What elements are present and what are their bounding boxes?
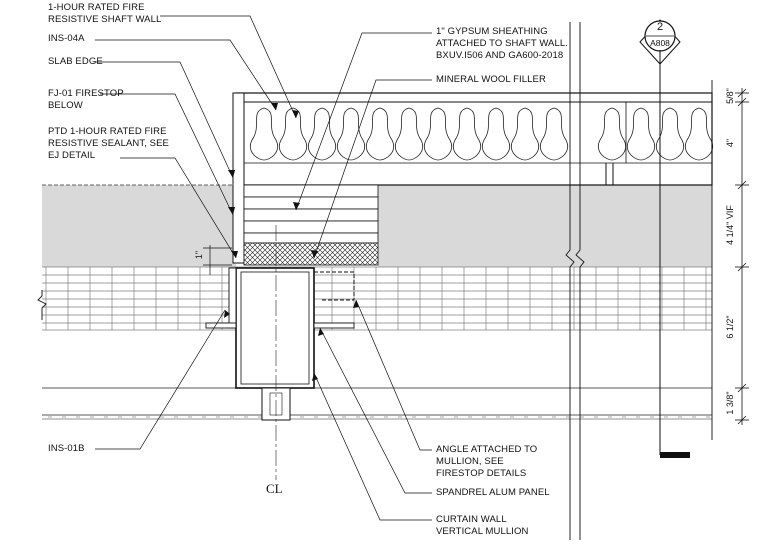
leader-lines: [95, 15, 432, 521]
label-mineral-wool: MINERAL WOOL FILLER: [436, 74, 546, 85]
label-angle: ANGLE ATTACHED TO MULLION, SEE FIRESTOP …: [436, 444, 538, 479]
dim-6-1-2: 6 1/2": [725, 315, 735, 339]
label-firestop: FJ-01 FIRESTOP BELOW: [48, 88, 124, 111]
label-slab-edge: SLAB EDGE: [48, 56, 103, 67]
label-spandrel: SPANDREL ALUM PANEL: [436, 487, 550, 498]
shaft-wall-frame: [235, 92, 713, 186]
dim-4: 4": [725, 138, 735, 148]
leader-arrows: [224, 103, 359, 381]
break-lines: [37, 22, 713, 540]
centerline-symbol: CL: [266, 481, 283, 496]
section-tag: [639, 19, 690, 458]
gypsum-sheathing-boards: [243, 184, 379, 244]
angle-dashed: [314, 271, 355, 301]
dim-1-3-8: 1 3/8": [725, 391, 735, 415]
dim-4-1-4-vif: 4 1/4" VIF: [725, 205, 735, 245]
label-ins01b: INS-01B: [48, 443, 85, 454]
label-shaft-wall: 1-HOUR RATED FIRE RESISTIVE SHAFT WALL: [48, 2, 162, 25]
section-tag-number: 2: [656, 21, 664, 33]
label-gypsum: 1" GYPSUM SHEATHING ATTACHED TO SHAFT WA…: [436, 26, 568, 61]
gap-dimension: [203, 245, 232, 275]
label-sealant: PTD 1-HOUR RATED FIRE RESISTIVE SEALANT,…: [48, 126, 169, 161]
label-mullion: CURTAIN WALL VERTICAL MULLION: [436, 514, 529, 537]
label-ins04a: INS-04A: [48, 33, 85, 44]
shaft-wall-stud: [232, 92, 245, 264]
curtain-wall-mullion: [235, 267, 315, 389]
spandrel-panel-vertical: [45, 267, 707, 330]
gap-dimension-text: 1": [194, 250, 204, 260]
spandrel-panel-hatch: [42, 266, 712, 331]
mineral-wool-filler: [243, 242, 379, 266]
dimension-string: [735, 88, 749, 425]
insulation-loops: [250, 107, 713, 161]
section-tag-sheet: A808: [650, 38, 670, 48]
